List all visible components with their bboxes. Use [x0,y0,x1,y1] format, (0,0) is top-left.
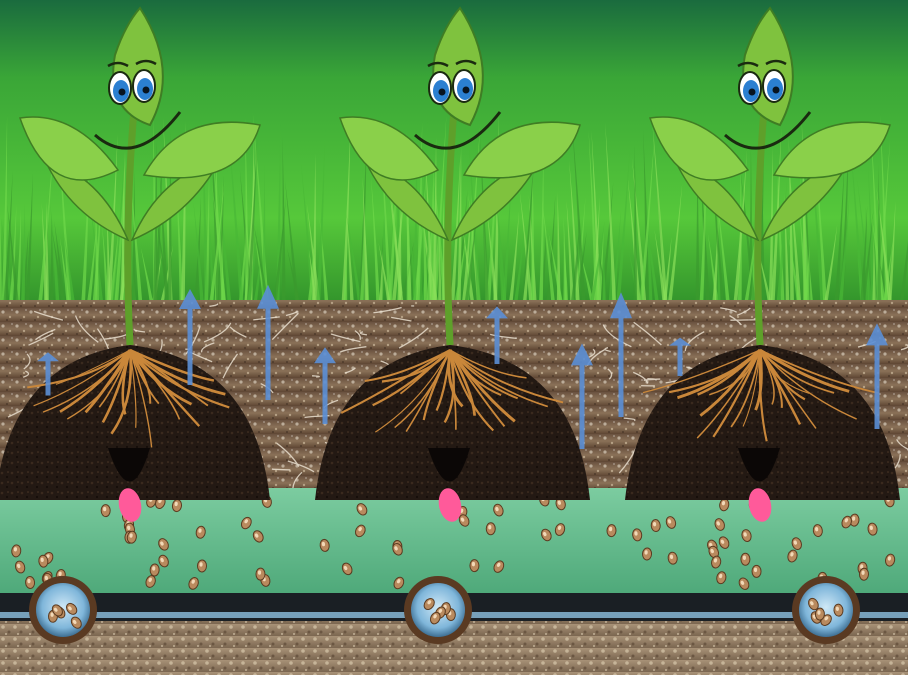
nutrient-pellet-icon [486,523,495,535]
nutrient-pellet-icon [470,560,479,572]
eye-pupil [119,89,126,96]
eye-pupil [439,89,446,96]
white-root [647,379,655,380]
nutrient-pellet-icon [741,553,750,565]
pipe-opening [799,583,853,637]
drain-pipe-icon [404,576,472,644]
nutrient-pellet-icon [752,565,761,577]
drain-pipe-icon [29,576,97,644]
eye-pupil [143,87,150,94]
white-root [272,469,290,470]
nutrient-pellet-icon [607,524,617,537]
nutrient-pellet-icon [197,560,206,572]
nutrient-pellet-icon [815,608,824,620]
eye-pupil [773,87,780,94]
eye-pupil [749,89,756,96]
nutrient-pellet-icon [859,568,869,581]
nutrient-pellet-icon [256,568,265,580]
nutrient-pellet-icon [101,505,110,517]
nutrient-pellet-icon [25,576,35,589]
nutrient-pellet-icon [642,548,652,561]
nutrient-pellet-icon [150,564,160,576]
eye-pupil [463,87,470,94]
drain-pipe-icon [792,576,860,644]
